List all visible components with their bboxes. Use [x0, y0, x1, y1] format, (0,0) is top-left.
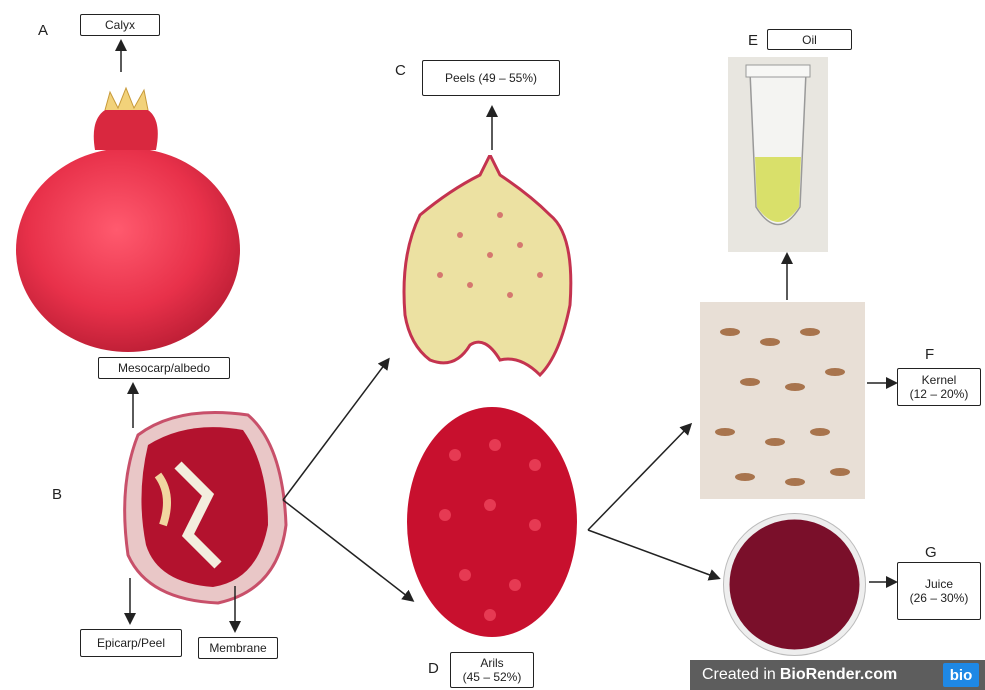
banner-prefix: Created in — [702, 666, 776, 684]
mesocarp-label: Mesocarp/albedo — [98, 357, 230, 379]
letter-g: G — [925, 544, 937, 561]
kernel-label: Kernel (12 – 20%) — [897, 368, 981, 406]
arils-image — [405, 405, 580, 640]
letter-a: A — [38, 22, 48, 39]
arrow-to-arils-image — [283, 500, 412, 600]
letter-f: F — [925, 346, 934, 363]
biorender-banner[interactable]: Created in BioRender.com bio — [690, 660, 985, 690]
arils-label-name: Arils — [480, 656, 503, 670]
arrow-to-peels-image — [283, 360, 388, 500]
biorender-logo: bio — [943, 663, 979, 687]
kernel-label-name: Kernel — [922, 373, 957, 387]
peels-image — [400, 155, 580, 380]
arrow-to-juice — [588, 530, 718, 578]
kernel-label-range: (12 – 20%) — [910, 387, 969, 401]
letter-e: E — [748, 32, 758, 49]
kernels-image — [700, 302, 865, 499]
arils-label: Arils (45 – 52%) — [450, 652, 534, 688]
cut-pomegranate-image — [118, 405, 288, 605]
banner-brand: BioRender.com — [780, 666, 897, 684]
juice-label-range: (26 – 30%) — [910, 591, 969, 605]
letter-d: D — [428, 660, 439, 677]
calyx-label: Calyx — [80, 14, 160, 36]
oil-tube-image — [728, 57, 828, 252]
juice-label-name: Juice — [925, 577, 953, 591]
letter-b: B — [52, 486, 62, 503]
arrow-to-kernels — [588, 425, 690, 530]
peels-label: Peels (49 – 55%) — [422, 60, 560, 96]
juice-label: Juice (26 – 30%) — [897, 562, 981, 620]
membrane-label: Membrane — [198, 637, 278, 659]
epicarp-label: Epicarp/Peel — [80, 629, 182, 657]
letter-c: C — [395, 62, 406, 79]
oil-label: Oil — [767, 29, 852, 50]
juice-dish-image — [722, 512, 867, 657]
whole-pomegranate-image — [10, 80, 245, 355]
arils-label-range: (45 – 52%) — [463, 670, 522, 684]
